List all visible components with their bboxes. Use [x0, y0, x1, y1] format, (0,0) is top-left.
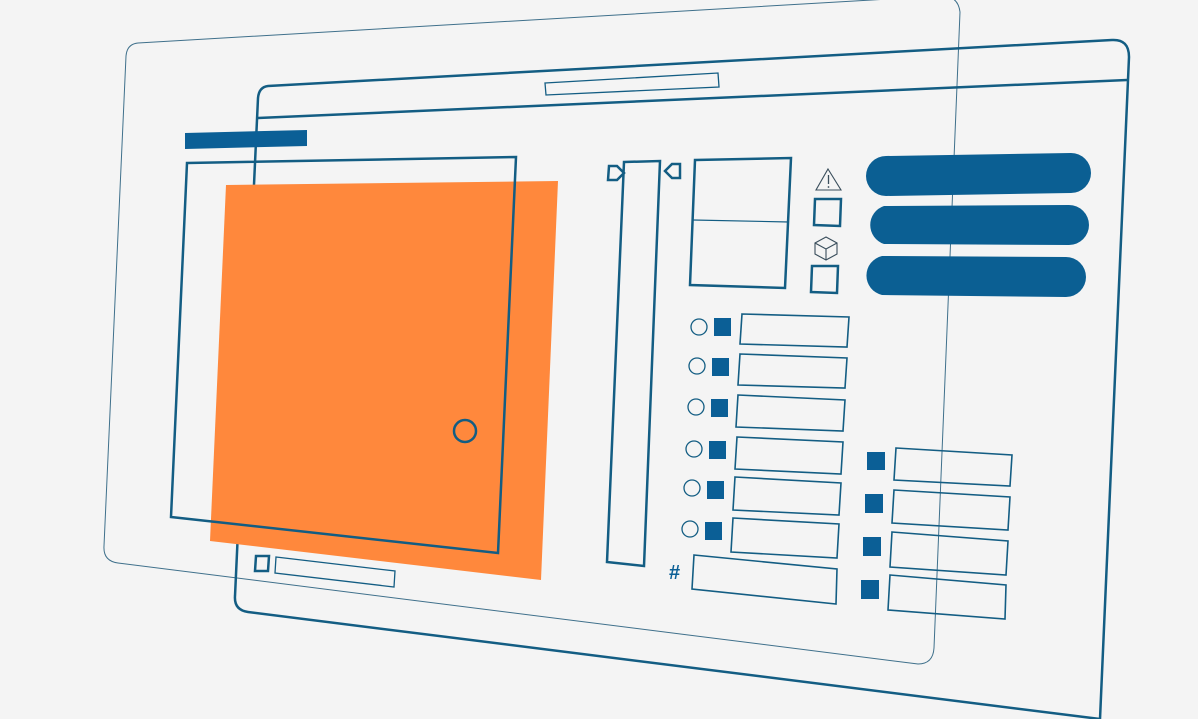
text-field[interactable] [891, 489, 1011, 531]
preview-box [688, 156, 793, 290]
list-item[interactable] [688, 353, 848, 389]
text-field[interactable] [887, 574, 1007, 620]
text-field[interactable] [893, 447, 1013, 487]
color-swatch[interactable] [705, 522, 722, 540]
radio-button[interactable] [683, 479, 701, 497]
text-field[interactable] [734, 436, 844, 475]
list-item[interactable] [687, 394, 846, 432]
hash-field[interactable] [691, 554, 838, 605]
text-field[interactable] [735, 394, 846, 432]
radio-button[interactable] [687, 398, 705, 416]
canvas-handle[interactable] [452, 418, 478, 444]
radio-button[interactable] [690, 318, 708, 336]
color-swatch[interactable] [861, 580, 879, 599]
preview-divider [692, 219, 790, 223]
list-item[interactable] [863, 531, 1009, 576]
slider-track[interactable] [605, 159, 662, 568]
list-item[interactable] [681, 517, 840, 559]
title-bar-divider [257, 78, 1128, 120]
caption-field[interactable] [274, 556, 396, 588]
list-item[interactable] [683, 476, 842, 516]
warning-checkbox[interactable] [812, 197, 843, 228]
color-swatch[interactable] [714, 318, 731, 336]
vertical-slider[interactable] [605, 159, 682, 568]
radio-button[interactable] [688, 357, 706, 375]
address-bar[interactable] [544, 72, 720, 96]
radio-button[interactable] [685, 440, 703, 458]
text-field[interactable] [739, 313, 850, 348]
text-field[interactable] [732, 476, 842, 516]
color-swatch[interactable] [707, 481, 724, 499]
image-frame [169, 155, 518, 555]
blue-tab-label[interactable] [185, 130, 307, 149]
option-list-right [861, 447, 1013, 620]
color-swatch[interactable] [865, 494, 883, 513]
pill-button-3[interactable] [866, 256, 1086, 297]
color-swatch[interactable] [863, 537, 881, 556]
color-swatch[interactable] [709, 441, 726, 459]
option-list-left [681, 313, 850, 559]
bottom-checkbox[interactable] [253, 554, 271, 573]
list-item[interactable] [867, 447, 1013, 487]
front-window [233, 38, 1131, 719]
cube-checkbox[interactable] [809, 264, 840, 295]
pill-button-2[interactable] [870, 205, 1089, 245]
slider-right-pointer[interactable] [663, 162, 682, 180]
orange-canvas[interactable] [210, 181, 558, 580]
color-swatch[interactable] [712, 358, 729, 376]
pill-button-group [866, 153, 1091, 297]
text-field[interactable] [730, 517, 840, 559]
pill-button-1[interactable] [866, 153, 1091, 196]
radio-button[interactable] [681, 520, 699, 538]
color-swatch[interactable] [711, 399, 728, 417]
cube-icon [814, 236, 838, 261]
list-item[interactable] [861, 574, 1007, 620]
color-swatch[interactable] [867, 452, 885, 470]
text-field[interactable] [889, 531, 1009, 576]
back-window [103, 0, 961, 665]
warning-triangle-icon [815, 167, 842, 191]
list-item[interactable] [685, 436, 844, 475]
list-item[interactable] [865, 489, 1011, 531]
hash-icon: # [669, 562, 680, 584]
slider-left-pointer[interactable] [606, 164, 626, 182]
list-item[interactable] [690, 313, 850, 348]
text-field[interactable] [737, 353, 848, 389]
